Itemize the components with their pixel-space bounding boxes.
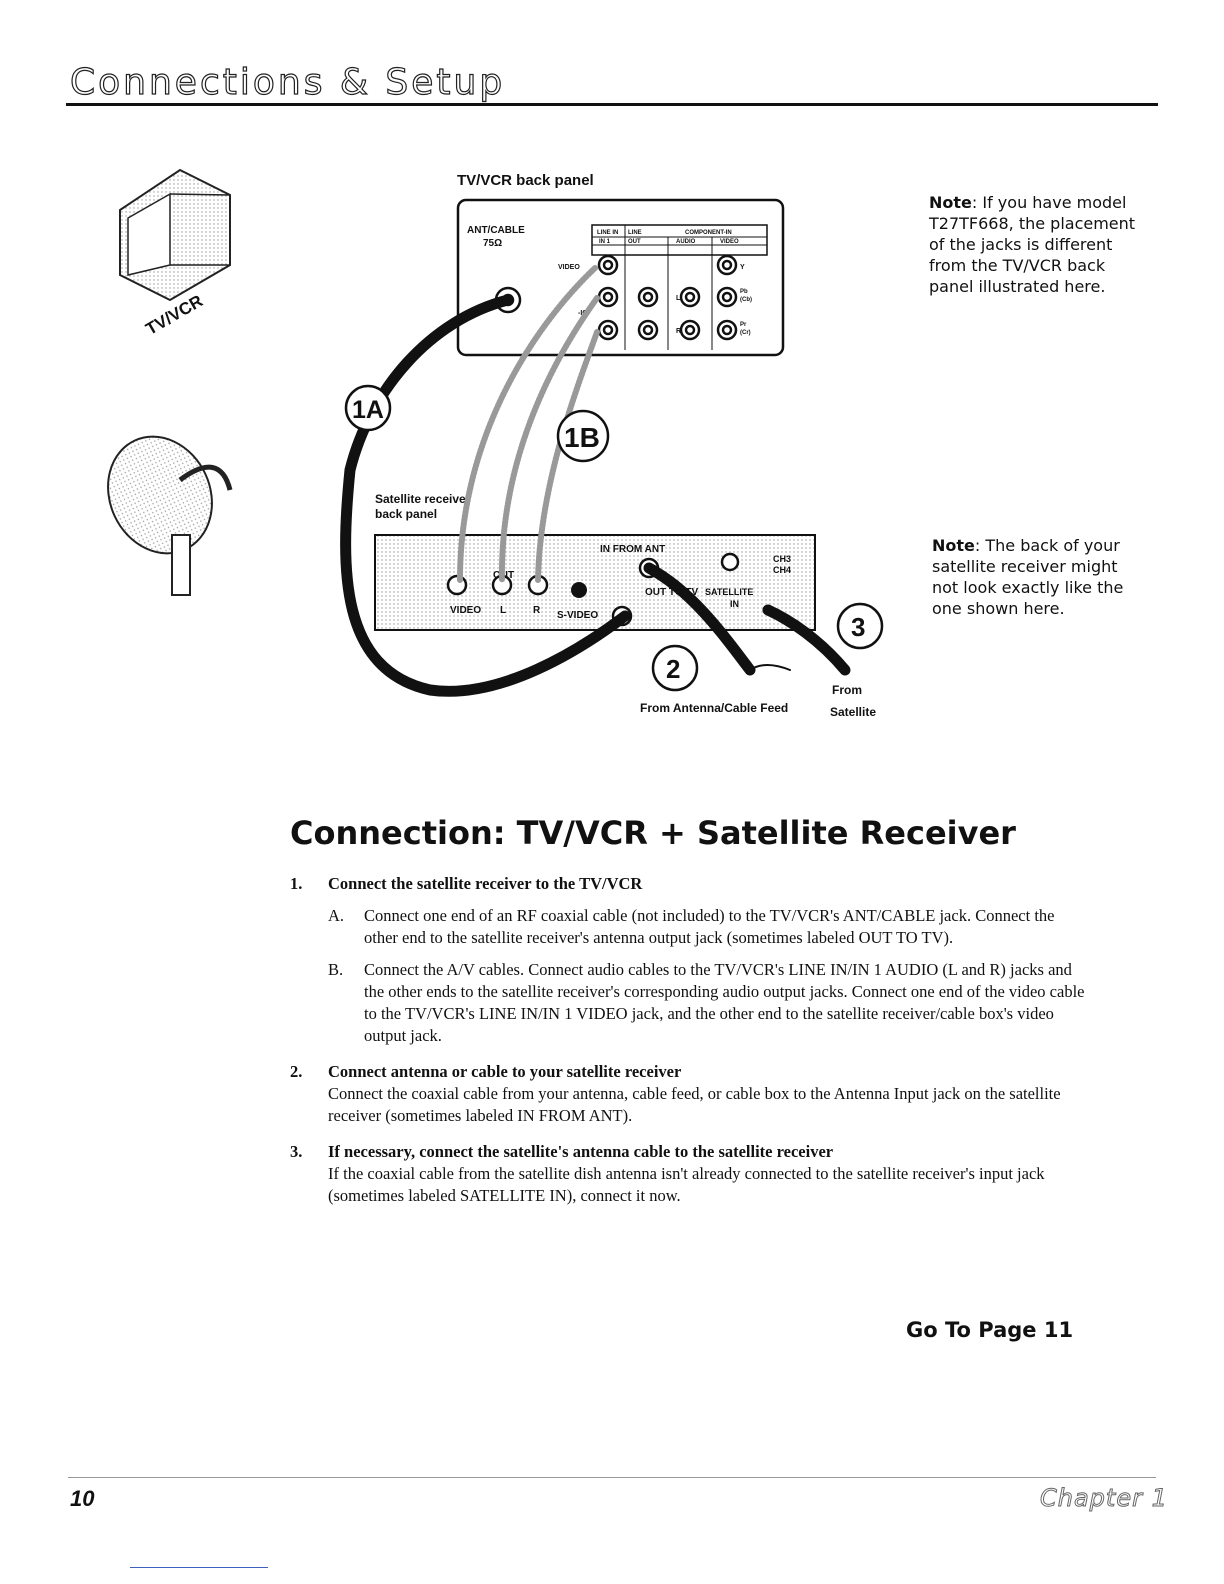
step-body: Connect the coaxial cable from your ante… [328,1084,1061,1125]
go-to-page-link[interactable]: Go To Page 11 [906,1318,1074,1342]
line-out-label-2: OUT [628,239,641,245]
pr-label: Pr [740,322,747,328]
ch4-label: CH4 [773,565,791,575]
y-label: Y [740,264,745,271]
connection-diagram: TV/VCR TV/VCR back panel ANT/CABLE 75Ω L… [100,150,920,730]
note-text: : The back of your satellite receiver mi… [932,536,1124,618]
ant-cable-label: ANT/CABLE [467,225,525,236]
step-3: 3. If necessary, connect the satellite's… [290,1141,1090,1207]
steps-list: 1. Connect the satellite receiver to the… [290,873,1090,1221]
step-number: 3. [290,1142,303,1161]
callout-1a: 1A [352,396,384,424]
callout-2: 2 [666,654,680,684]
coax-cable-1a [340,294,631,697]
footer-rule [68,1477,1156,1478]
callout-2-circle [651,644,699,692]
note-receiver-appearance: Note: The back of your satellite receive… [932,535,1132,619]
from-satellite-label: From [832,683,862,697]
substep-letter: B. [328,960,344,979]
tvvcr-icon [119,168,231,302]
callout-1b: 1B [564,422,600,453]
from-antenna-label: From Antenna/Cable Feed [640,701,788,715]
ohms-label: 75Ω [483,238,502,249]
substep-letter: A. [328,906,345,925]
header-rule [66,103,1158,106]
ch3-label: CH3 [773,554,791,564]
substep-text: Connect the A/V cables. Connect audio ca… [364,960,1085,1045]
pr-sub-label: (Cr) [740,330,751,336]
step-number: 1. [290,874,303,893]
callout-3: 3 [851,612,865,642]
step-1: 1. Connect the satellite receiver to the… [290,873,1090,1047]
video-jack-label: VIDEO [558,264,580,271]
step-number: 2. [290,1062,303,1081]
line-out-label: LINE [628,230,642,236]
page-header-title: Connections & Setup [69,61,506,103]
line-in-label: LINE IN [597,230,618,236]
sat-video-label: VIDEO [450,605,481,616]
callout-1a-circle [344,384,392,432]
sat-l-label: L [500,605,506,616]
l-label: L [676,295,681,302]
substep-b: B. Connect the A/V cables. Connect audio… [328,959,1090,1047]
sat-receiver-label-2: back panel [375,507,437,521]
pb-sub-label: (Cb) [740,297,752,303]
r-label: R [676,328,681,335]
substep-a: A. Connect one end of an RF coaxial cabl… [328,905,1090,949]
note-model-placement: Note: If you have model T27TF668, the pl… [929,192,1149,297]
bottom-link-underline [130,1567,268,1568]
step-heading: If necessary, connect the satellite's an… [328,1142,834,1161]
step-body: If the coaxial cable from the satellite … [328,1164,1045,1205]
pb-label: Pb [740,289,748,295]
video-top-label: VIDEO [720,239,739,245]
audio-label: AUDIO [676,239,696,245]
note-text: : If you have model T27TF668, the placem… [929,193,1136,296]
page-number: 10 [70,1486,95,1511]
back-panel-title: TV/VCR back panel [457,172,594,189]
substep-text: Connect one end of an RF coaxial cable (… [364,906,1055,947]
svideo-label: S-VIDEO [557,610,598,621]
from-satellite-label-2: Satellite [830,705,876,719]
coax-cable-2 [643,562,756,676]
satellite-in-label: SATELLITE [705,587,753,597]
callout-3-circle [836,602,884,650]
note-label: Note [932,536,975,555]
satellite-in-label-2: IN [730,599,739,609]
section-title: Connection: TV/VCR + Satellite Receiver [290,814,1016,852]
out-to-tv-label: OUT TO TV [645,587,698,598]
in-from-ant-label: IN FROM ANT [600,544,665,555]
in1-label: IN 1 [599,239,611,245]
sat-r-label: R [533,605,541,616]
step-heading: Connect antenna or cable to your satelli… [328,1062,682,1081]
component-in-label: COMPONENT-IN [685,230,732,236]
satellite-dish-icon [107,435,233,596]
step-heading: Connect the satellite receiver to the TV… [328,874,643,893]
coax-cable-3 [762,604,851,676]
chapter-label: Chapter 1 [1040,1484,1168,1513]
note-label: Note [929,193,972,212]
step-2: 2. Connect antenna or cable to your sate… [290,1061,1090,1127]
callout-1b-circle [556,409,610,463]
sat-receiver-label: Satellite receiver [375,492,471,506]
